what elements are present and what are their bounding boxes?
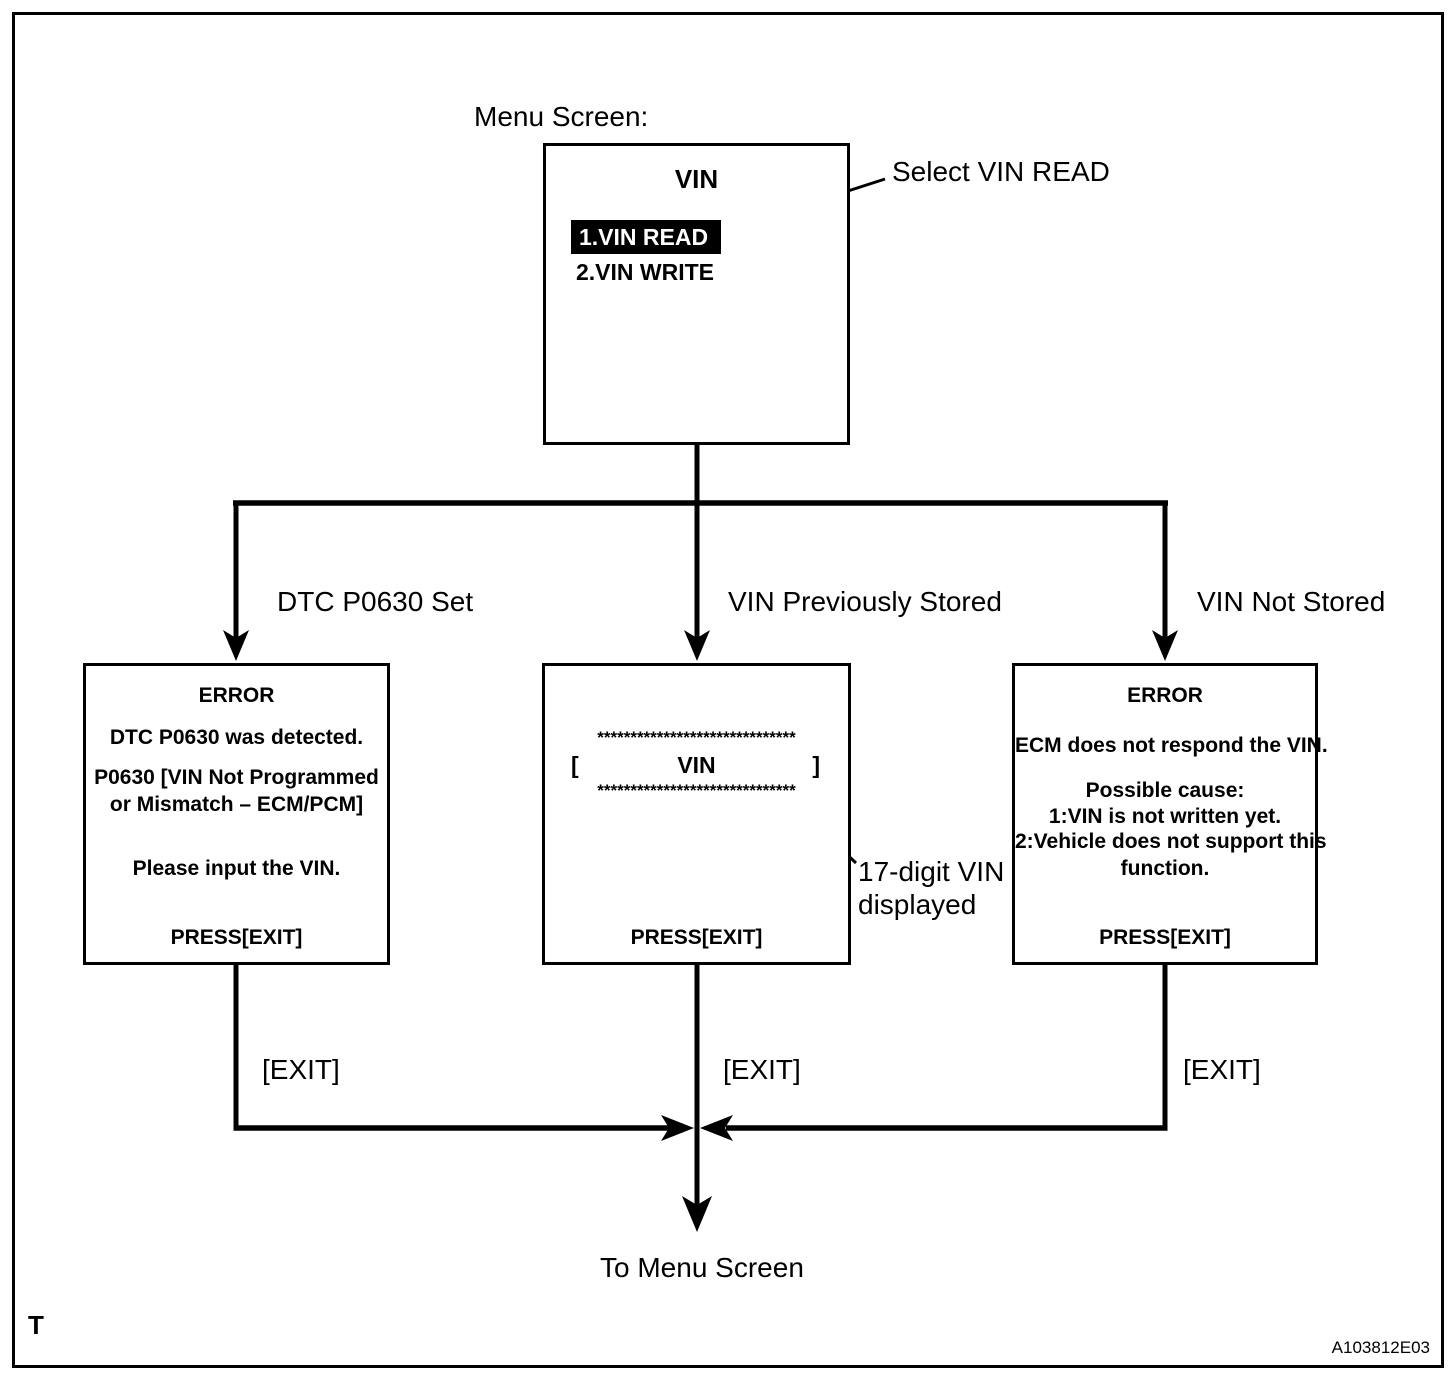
arrowhead-down-middle-icon: [684, 630, 710, 661]
menu-screen-label: Menu Screen:: [474, 101, 649, 132]
exit-label-right: [EXIT]: [1183, 1054, 1261, 1085]
vin-displayed-note: 17-digit VIN displayed: [858, 855, 1004, 921]
error-box-nr-line3: 1:VIN is not written yet.: [1048, 805, 1282, 828]
error-box-dtc-line4: Please input the VIN.: [132, 857, 341, 880]
vin-label: VIN: [677, 752, 716, 778]
exit-label-left: [EXIT]: [262, 1054, 340, 1085]
page-border: [12, 12, 1444, 1368]
arrowhead-down-left-icon: [223, 630, 249, 661]
error-box-dtc-title: ERROR: [198, 684, 275, 707]
branch-label-vin-not-stored: VIN Not Stored: [1197, 586, 1386, 617]
error-box-no-response: ERROR ECM does not respond the VIN. Poss…: [1012, 663, 1328, 965]
error-box-dtc-line3: or Mismatch – ECM/PCM]: [109, 793, 364, 816]
vin-display-stars-bottom: ******************************: [597, 781, 796, 800]
branch-label-dtc-set: DTC P0630 Set: [277, 586, 474, 617]
figure-code: A103812E03: [1331, 1338, 1430, 1357]
error-box-nr-line2: Possible cause:: [1085, 779, 1245, 802]
arrowhead-left-merge-icon: [700, 1115, 733, 1141]
arrowhead-down-right-icon: [1152, 630, 1178, 661]
vin-display-footer: PRESS[EXIT]: [630, 926, 763, 949]
menu-item-vin-write: 2.VIN WRITE: [576, 259, 715, 285]
menu-screen-box: VIN 1.VIN READ 2.VIN WRITE: [543, 143, 850, 445]
menu-item-vin-read: 1.VIN READ: [571, 220, 721, 254]
vin-displayed-note-line1: 17-digit VIN: [858, 856, 1005, 887]
menu-box-title: VIN: [674, 164, 719, 194]
error-box-nr-footer: PRESS[EXIT]: [1099, 926, 1231, 949]
vin-display-box: ****************************** [ VIN ] *…: [542, 663, 851, 965]
menu-item-vin-read-label: 1.VIN READ: [579, 223, 709, 250]
error-box-dtc-line1: DTC P0630 was detected.: [109, 726, 364, 749]
to-menu-screen-label: To Menu Screen: [600, 1252, 804, 1283]
select-vin-read-annotation: Select VIN READ: [892, 156, 1110, 187]
error-box-dtc-line2: P0630 [VIN Not Programmed: [94, 766, 379, 789]
vin-close-bracket: ]: [812, 752, 820, 778]
arrowhead-right-merge-icon: [661, 1115, 694, 1141]
error-box-nr-line4: 2:Vehicle does not support this: [1015, 830, 1327, 853]
error-box-dtc: ERROR DTC P0630 was detected. P0630 [VIN…: [83, 663, 390, 965]
branch-label-vin-stored: VIN Previously Stored: [728, 586, 1002, 617]
corner-mark: T: [28, 1310, 44, 1340]
vin-open-bracket: [: [571, 752, 579, 778]
error-box-nr-line5: function.: [1120, 857, 1210, 880]
error-box-nr-line1: ECM does not respond the VIN.: [1015, 734, 1328, 757]
error-box-nr-title: ERROR: [1127, 684, 1203, 707]
arrowhead-down-final-icon: [682, 1196, 712, 1232]
vin-display-stars-top: ******************************: [597, 728, 796, 747]
exit-label-middle: [EXIT]: [723, 1054, 801, 1085]
vin-displayed-note-line2: displayed: [858, 889, 977, 921]
vin-display-row: [ VIN ]: [545, 752, 848, 780]
error-box-dtc-footer: PRESS[EXIT]: [170, 926, 303, 949]
